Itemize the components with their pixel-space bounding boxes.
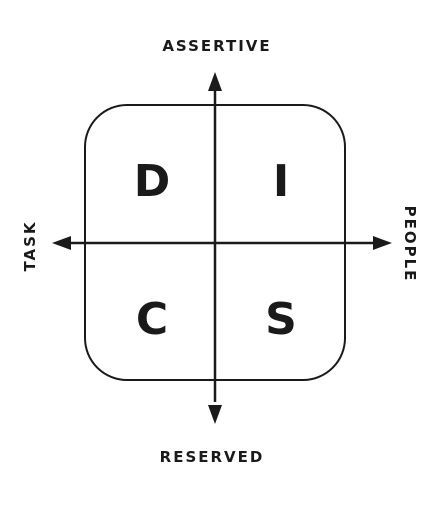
- quadrant-letter-d: D: [134, 156, 171, 207]
- quadrant-letter-s: S: [265, 294, 297, 345]
- axis-label-bottom: RESERVED: [160, 448, 265, 466]
- arrow-right-icon: [373, 236, 392, 250]
- axis-label-left: TASK: [21, 220, 39, 271]
- arrow-up-icon: [208, 72, 222, 91]
- arrow-down-icon: [208, 405, 222, 424]
- quadrant-letter-c: C: [136, 294, 168, 345]
- axis-label-right: PEOPLE: [401, 206, 419, 283]
- axis-label-top: ASSERTIVE: [162, 37, 271, 55]
- quadrant-letter-i: I: [273, 156, 289, 207]
- arrow-left-icon: [52, 236, 71, 250]
